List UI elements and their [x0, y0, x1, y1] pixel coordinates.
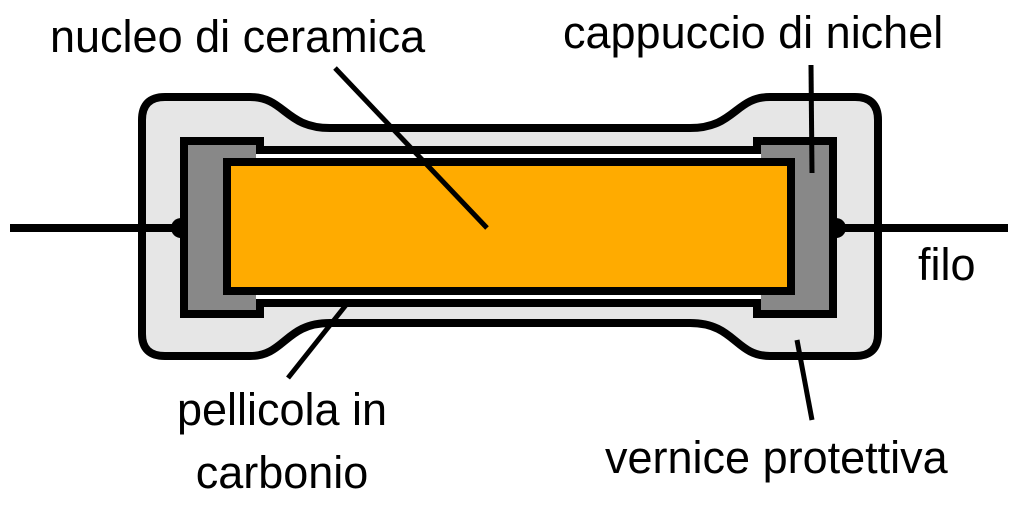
leader-film	[286, 303, 348, 380]
label-ceramic-core: nucleo di ceramica	[50, 11, 426, 62]
leader-core	[333, 66, 489, 230]
label-wire: filo	[918, 239, 976, 290]
label-carbon-film-1: pellicola in	[177, 384, 387, 435]
ceramic-core	[223, 158, 795, 295]
label-nickel-cap: cappuccio di nichel	[563, 7, 943, 58]
label-carbon-film-2: carbonio	[196, 447, 369, 498]
leader-coating	[794, 339, 815, 421]
leader-cap	[808, 64, 815, 174]
label-protective-coating: vernice protettiva	[605, 432, 949, 483]
